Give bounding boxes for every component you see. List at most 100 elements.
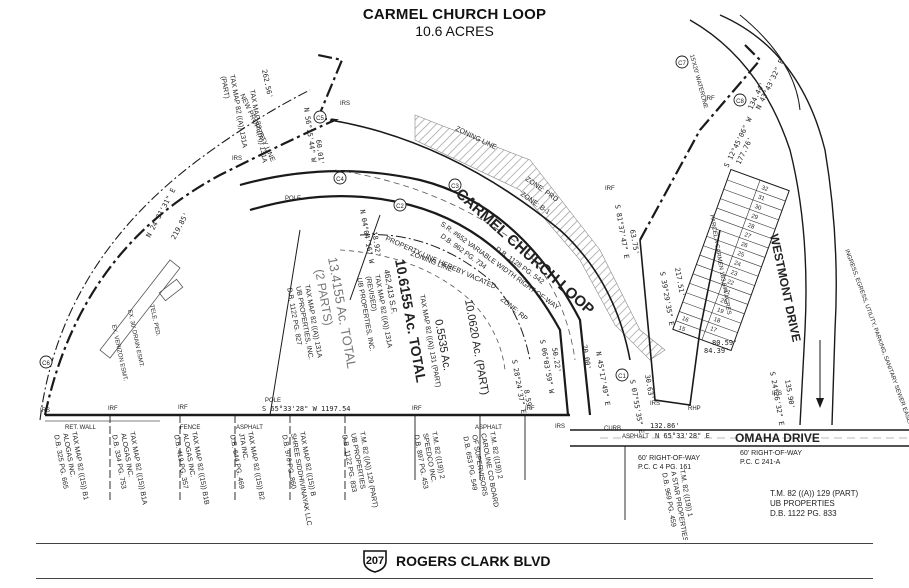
curve-marker-c5: C5	[313, 110, 327, 124]
zoning-hatch	[414, 114, 666, 361]
bearing-b6-dist: 135.90'	[783, 379, 796, 409]
loop-inner-dash	[334, 169, 576, 361]
tele-ped-label: TELE. PED.	[148, 304, 161, 337]
east-parcel-line-2	[639, 229, 721, 406]
curve-marker-c8: C8	[733, 93, 747, 107]
plat-text-tax_parcels-13-lines-0: TAX MAP 82 ((A)) 131A	[228, 74, 248, 148]
plat-text-lot_numbers-5: 27	[743, 232, 752, 240]
plat-text-curve_markers-5: C1	[618, 374, 626, 380]
curve-marker-c2: C2	[393, 198, 407, 212]
tax-parcel-tp14: TAX MAP 82 ((A)) 131A (PART)	[219, 74, 248, 148]
plat-text-curve_markers-1: C5	[316, 116, 324, 122]
plat-text-lot_numbers-9: 23	[730, 270, 739, 278]
plat-text-tax_parcels-9-lines-2: D.B. 1122 PG. 833	[770, 509, 837, 518]
iron-1: IRS	[40, 408, 50, 414]
map-subtitle: 10.6 ACRES	[415, 23, 494, 39]
plat-text-lot_numbers-1: 31	[757, 195, 766, 203]
plat-text-tax_parcels-3-lines-0: TAX MAP 82 ((15)) B2	[246, 431, 265, 501]
omaha-drive-label: OMAHA DRIVE	[735, 431, 820, 445]
omaha-pc-label: P.C. C 241-A	[740, 459, 781, 466]
route-number: 207	[365, 555, 385, 567]
plat-text-lot_numbers-6: 26	[740, 242, 749, 250]
loop-south-edge	[249, 195, 570, 416]
bearing-b12: 84.39'	[704, 347, 729, 355]
westmont-east-edge	[719, 14, 837, 426]
plat-text-curve_markers-0: C6	[42, 361, 50, 367]
tax-parcel-tp3: TAX MAP 82 ((15)) B1B ALOGAS INC. D.B. 4…	[172, 431, 210, 505]
pole-label-2: POLE	[265, 398, 281, 404]
sewer-easement-label: INGRESS, EGRESS, UTILITY, PARKING, SANIT…	[843, 249, 909, 440]
tax-parcel-tp8: T.M. 82 ((19)) 2 CAROLINE CO BOARD OF SU…	[461, 431, 503, 508]
westmont-inner	[739, 14, 801, 111]
zone-rp-label: ZONE: RP	[499, 296, 529, 323]
tax-parcel-tp7: T.M. 82 ((19)) 2 SPEEDCO INC. D.B. 897 P…	[412, 431, 445, 489]
curb-label: CURB	[604, 426, 621, 432]
plat-text-tax_parcels-9-lines-1: UB PROPERTIES	[770, 499, 835, 508]
bearing-b11: 80.59'	[712, 339, 737, 347]
plat-text-lot_numbers-12: 20	[719, 298, 728, 306]
curve-marker-c7: C7	[675, 55, 689, 69]
part-acres-label: 10.0620 Ac. (PART)	[462, 298, 491, 395]
plat-text-lot_numbers-7: 25	[736, 251, 745, 259]
subject-parcel-boundary	[43, 53, 344, 416]
bearing-b2: N 45°17'49" E	[594, 351, 611, 406]
tract-divider-2	[349, 214, 381, 301]
plat-text-lot_numbers-3: 29	[750, 213, 759, 221]
tax-parcel-tp10: T.M. 82 ((A)) 129 (PART) UB PROPERTIES D…	[770, 489, 859, 518]
pole-label-1: POLE	[285, 196, 301, 202]
westmont-drive-label: WESTMONT DRIVE	[767, 233, 804, 344]
bearing-b6: S 24°26'32" E	[768, 371, 785, 426]
iron-5: IRF	[412, 406, 422, 412]
bearing-b5: S 07°55'35" E	[628, 379, 645, 434]
bearing-main-south: S 65°33'28" W 1197.54	[262, 405, 351, 413]
curve-marker-c1: C1	[615, 368, 629, 382]
plat-text-lot_numbers-11: 21	[723, 289, 732, 297]
plat-text-lot_numbers-14: 18	[713, 317, 722, 325]
footer-divider-top	[36, 543, 873, 544]
westmont-arrow-head	[816, 398, 824, 408]
lot-numbers: 32 31 30 29 28 27 26 25 24 23 22 21 20 1…	[677, 185, 769, 334]
bearing-omaha-dist: 132.86'	[650, 422, 680, 430]
plat-text-lot_numbers-10: 22	[726, 279, 735, 287]
new-property-line	[39, 89, 311, 421]
plat-text-curve_markers-6: C7	[678, 61, 686, 67]
plat-text-curve_markers-3: C3	[451, 184, 459, 190]
footer-divider-bottom	[36, 578, 873, 579]
iron-markers: IRS IRF IRS IRF IRF IRF IRS IRF IRS IRF …	[40, 96, 782, 430]
plat-text-lot_numbers-17: 15	[677, 325, 686, 333]
ret-wall-label: RET. WALL	[65, 425, 96, 431]
plat-text-lot_numbers-0: 32	[760, 185, 769, 193]
curve-marker-c3: C3	[448, 178, 462, 192]
plat-text-lot_numbers-15: 17	[709, 326, 718, 334]
curve-marker-c6: C6	[39, 355, 53, 369]
loop-north-edge	[239, 170, 592, 416]
ex-verizon-label: EX. VERIZON ESMT.	[110, 324, 128, 382]
plat-drawing: C6 C5 C4 C3 C2 C1 C7 C8 CARMEL CHURCH LO…	[39, 14, 909, 540]
bearing-b3-dist: 8.59'	[522, 389, 534, 411]
bearing-north-dist: 219.85'	[170, 211, 191, 241]
bearing-b9-dist: 217.51'	[673, 267, 686, 297]
omaha-row2-label: 60' RIGHT-OF-WAY	[638, 455, 700, 462]
bearing-b9: S 39°29'35" E	[658, 271, 675, 326]
loop-outer-edge	[329, 119, 631, 361]
iron-2: IRF	[108, 406, 118, 412]
iron-12: IRS	[340, 101, 350, 107]
south-lot-lines	[109, 415, 626, 520]
vacated-property-line	[359, 234, 531, 361]
tax-parcel-tp2: TAX MAP 82 ((15)) B1A ALOGAS INC. D.B. 3…	[110, 431, 148, 505]
plat-text-lot_numbers-16: 16	[681, 316, 690, 324]
curve-marker-c4: C4	[333, 171, 347, 185]
tax-parcel-tp1: TAX MAP 82 ((15)) B1 ALOGAS INC. D.B. 32…	[52, 431, 89, 501]
tax-parcel-tp15: TAX MAP 82 ((A)) 131A	[248, 89, 268, 163]
tax-parcel-tp9: T.M. 82 ((19)) 1 A STAR PROPERTIES LLC D…	[660, 469, 693, 540]
westmont-west-edge	[689, 19, 807, 426]
east-parcel-line	[639, 44, 762, 241]
iron-10: IRF	[705, 96, 715, 102]
route-shield-icon: 207	[362, 549, 388, 573]
plat-text-curve_markers-2: C4	[336, 177, 344, 183]
bearing-tip: 262.56'	[260, 69, 274, 100]
asphalt-label-3: ASPHALT	[622, 434, 649, 440]
bearing-n56-dist: 60.01'	[314, 139, 325, 165]
plat-text-lot_numbers-8: 24	[733, 260, 742, 268]
iron-13: RHP	[688, 406, 701, 412]
